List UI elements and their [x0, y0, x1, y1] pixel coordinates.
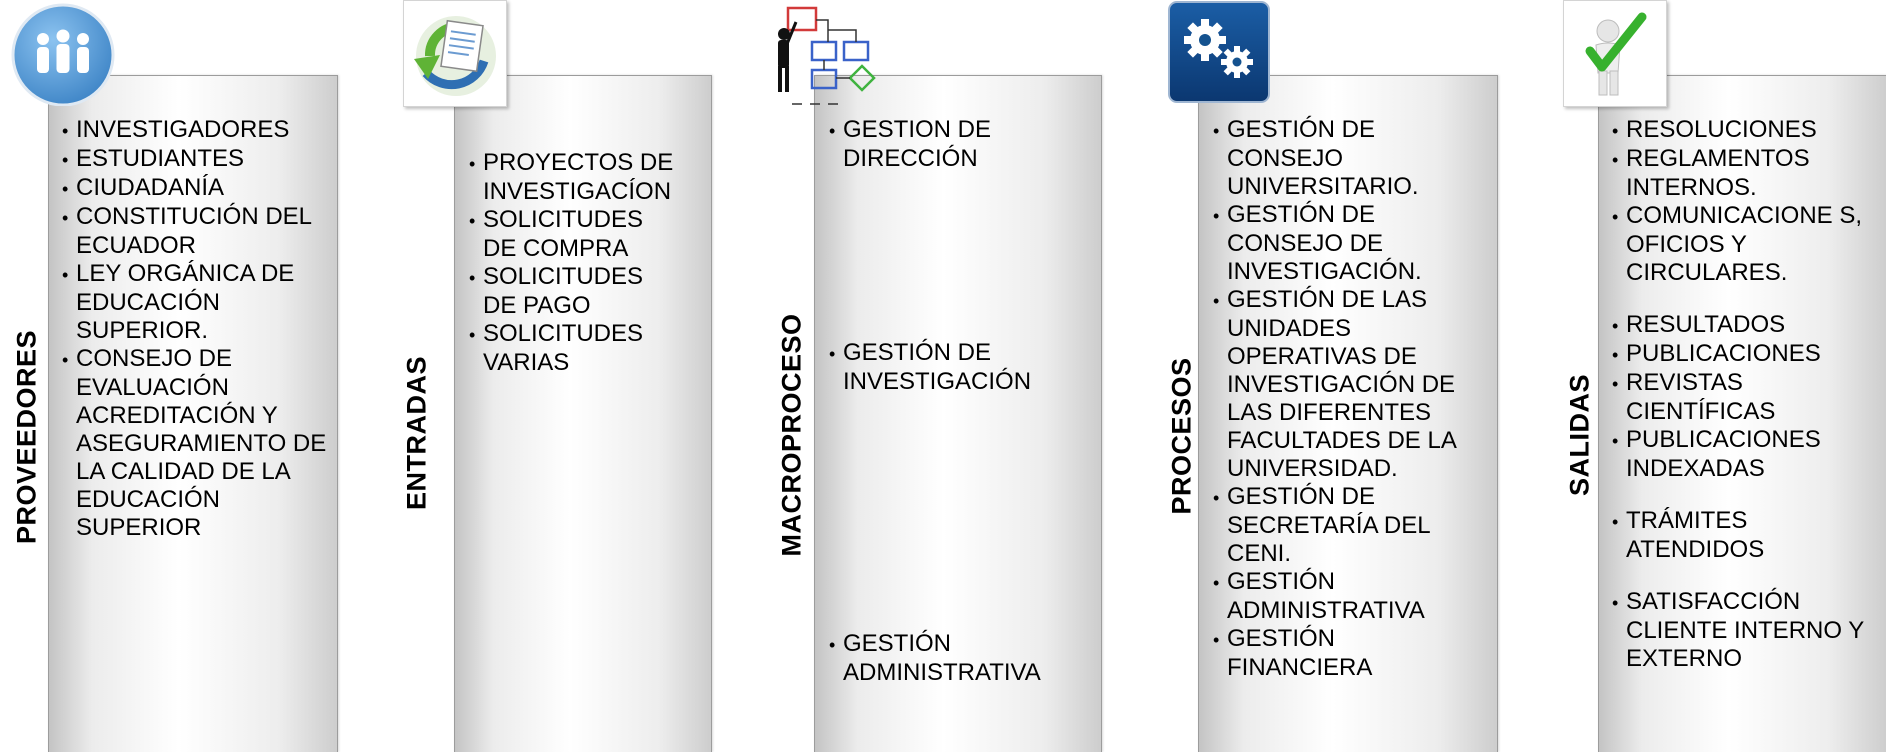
list-item: GESTIÓN DE LAS UNIDADES OPERATIVAS DE IN…: [1213, 286, 1495, 483]
list-item: GESTIÓN ADMINISTRATIVA: [829, 630, 1099, 687]
item-list-salidas: RESOLUCIONES REGLAMENTOS INTERNOS. COMUN…: [1612, 116, 1886, 673]
list-item: PUBLICACIONES: [1612, 340, 1886, 369]
column-title-procesos: PROCESOS: [1166, 357, 1197, 515]
list-item: SOLICITUDES DE COMPRA: [469, 206, 683, 263]
list-item: PUBLICACIONES INDEXADAS: [1612, 426, 1886, 483]
column-title-salidas: SALIDAS: [1564, 373, 1595, 497]
list-item: GESTION DE DIRECCIÓN: [829, 116, 1043, 173]
item-list-macroproceso: GESTION DE DIRECCIÓN GESTIÓN DE INVESTIG…: [829, 116, 1099, 687]
column-title-entradas: ENTRADAS: [401, 355, 432, 511]
column-title-macroproceso: MACROPROCESO: [776, 313, 807, 557]
list-item: GESTIÓN DE CONSEJO UNIVERSITARIO.: [1213, 116, 1457, 201]
list-item: RESOLUCIONES: [1612, 116, 1886, 145]
list-item: RESULTADOS: [1612, 311, 1886, 340]
list-item: LEY ORGÁNICA DE EDUCACIÓN SUPERIOR.: [62, 260, 328, 345]
list-item: INVESTIGADORES: [62, 116, 332, 145]
list-item: GESTIÓN DE SECRETARÍA DEL CENI.: [1213, 483, 1477, 568]
gears-icon: [1167, 0, 1271, 104]
list-item: CIUDADANÍA: [62, 174, 332, 203]
person-checkmark-icon: [1563, 0, 1667, 107]
list-item: SATISFACCIÓN CLIENTE INTERNO Y EXTERNO: [1612, 588, 1876, 673]
flowchart-person-icon: [772, 0, 884, 110]
list-item: CONSTITUCIÓN DEL ECUADOR: [62, 203, 332, 260]
list-item: CONSEJO DE EVALUACIÓN ACREDITACIÓN Y ASE…: [62, 345, 328, 542]
list-item: GESTIÓN DE CONSEJO DE INVESTIGACIÓN.: [1213, 201, 1457, 286]
list-item: TRÁMITES ATENDIDOS: [1612, 507, 1826, 564]
item-list-entradas: PROYECTOS DE INVESTIGACÍON SOLICITUDES D…: [469, 149, 709, 377]
documents-cycle-icon: [403, 0, 507, 107]
list-item: GESTIÓN ADMINISTRATIVA: [1213, 568, 1495, 625]
list-item: SOLICITUDES DE PAGO: [469, 263, 683, 320]
people-icon: [10, 0, 116, 107]
item-list-proveedores: INVESTIGADORES ESTUDIANTES CIUDADANÍA CO…: [62, 116, 332, 542]
list-item: GESTIÓN FINANCIERA: [1213, 625, 1427, 682]
list-item: REVISTAS CIENTÍFICAS: [1612, 369, 1866, 426]
item-list-procesos: GESTIÓN DE CONSEJO UNIVERSITARIO. GESTIÓ…: [1213, 116, 1495, 682]
column-title-proveedores: PROVEEDORES: [11, 329, 42, 545]
list-item: SOLICITUDES VARIAS: [469, 320, 683, 377]
list-item: PROYECTOS DE INVESTIGACÍON: [469, 149, 709, 206]
list-item: GESTIÓN DE INVESTIGACIÓN: [829, 339, 1099, 396]
list-item: COMUNICACIONE S, OFICIOS Y CIRCULARES.: [1612, 202, 1886, 287]
list-item: ESTUDIANTES: [62, 145, 332, 174]
list-item: REGLAMENTOS INTERNOS.: [1612, 145, 1866, 202]
